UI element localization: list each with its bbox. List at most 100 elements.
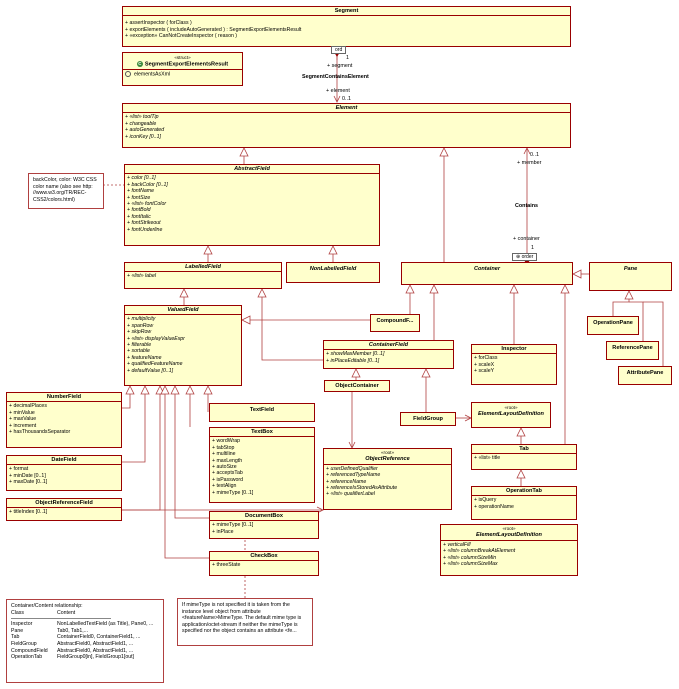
note-line: specified nor the object contains an att… — [182, 628, 297, 635]
class-name: Inspector — [472, 345, 556, 355]
field-group-class: FieldGroup — [400, 412, 456, 426]
class-attribute: + minDate [0..1] — [9, 472, 46, 479]
document-box-class: DocumentBox + mimeType [0..1] + inPlace — [209, 511, 319, 539]
class-name: ElementLayoutDefinition — [478, 411, 544, 418]
attribute-icon — [125, 71, 131, 78]
class-name: CheckBox — [210, 552, 318, 562]
text-box-class: TextBox + wordWrap + tabStop + multiline… — [209, 427, 315, 503]
class-operation: + exportElements ( includeAutoGenerated … — [125, 26, 302, 33]
class-name: AbstractField — [125, 165, 379, 175]
class-name: Element — [123, 104, 570, 114]
class-attribute: + «list» displayValueExpr — [127, 335, 185, 342]
object-container-class: ObjectContainer — [324, 380, 390, 392]
abstract-field-class: AbstractField + color [0..1] + backColor… — [124, 164, 380, 246]
class-attribute: + backColor [0..1] — [127, 181, 168, 188]
class-attribute: + inPlace — [212, 528, 234, 535]
note-cell: ContainerField0, ContainerField1, ... — [57, 634, 141, 641]
note-line: color name (also see http: — [33, 183, 93, 190]
pane-class: Pane — [589, 262, 672, 291]
note-cell: Tab — [11, 634, 20, 641]
note-line: CSS2/colors.html) — [33, 196, 75, 203]
class-attribute: + isPassword — [212, 476, 243, 483]
class-attribute: + maxDate [0..1] — [9, 479, 48, 486]
operation-pane-class: OperationPane — [587, 316, 639, 335]
class-attribute: + decimalPlaces — [9, 403, 47, 410]
class-name: DocumentBox — [210, 512, 318, 522]
class-attribute: + scaleX — [474, 361, 495, 368]
class-attribute: + «list» toolTip — [125, 114, 159, 121]
assoc-role: + member — [517, 160, 542, 166]
class-name: NumberField — [7, 393, 121, 403]
class-attribute: + forClass — [474, 355, 498, 362]
class-stereotype: «struct» — [174, 55, 191, 60]
class-attribute: + «list» title — [474, 455, 501, 462]
class-attribute: + filterable — [127, 342, 152, 349]
note-cell: CompoundField — [11, 647, 48, 654]
class-attribute: + referencedTypeName — [326, 472, 381, 479]
note-divider — [11, 618, 111, 620]
segment-class: Segment + assertInspector ( forClass ) +… — [122, 6, 571, 47]
class-attribute: + qualifiedFeatureName — [127, 361, 183, 368]
class-attribute: + mimeType [0..1] — [212, 522, 254, 529]
class-name: ContainerField — [324, 341, 453, 351]
class-attribute: + fontName — [127, 188, 154, 195]
class-name: OperationTab — [472, 487, 576, 497]
class-attribute: + isQuery — [474, 497, 497, 504]
class-operation: + «exception» CanNotCreateInspector ( re… — [125, 33, 238, 40]
note-line: If mimeType is not specified it is taken… — [182, 602, 290, 608]
class-name: Segment — [123, 7, 570, 17]
class-attribute: + changeable — [125, 120, 157, 127]
container-class: Container — [401, 262, 573, 285]
assoc-multiplicity: 1 — [346, 55, 349, 61]
note-cell: OperationTab — [11, 654, 43, 661]
class-attribute: + increment — [9, 422, 37, 429]
class-name: Pane — [623, 266, 638, 272]
class-attribute: + autoSize — [212, 464, 237, 471]
class-attribute: + color [0..1] — [127, 175, 156, 182]
class-attribute: + userDefinedQualifier — [326, 465, 378, 472]
tab-class: Tab + «list» title — [471, 444, 577, 470]
order-tag-label: order — [521, 254, 534, 260]
class-attribute: + «list» columnSizeMin — [443, 554, 497, 561]
assoc-name: SegmentContainsElement — [302, 74, 369, 80]
note-cell: Tab0, Tab1,... — [57, 627, 89, 634]
class-attribute: + iconKey [0..1] — [125, 133, 161, 140]
ord-tag: ord — [331, 46, 347, 54]
class-attribute: + «list» columnSizeMax — [443, 561, 498, 568]
operation-tab-class: OperationTab + isQuery + operationName — [471, 486, 577, 520]
note-line: application/octet-stream if neither the … — [182, 621, 298, 628]
element-layout-definition-root-class: «root» ElementLayoutDefinition — [471, 402, 551, 428]
labelled-field-class: LabelledField + «list» label — [124, 262, 282, 289]
class-operation: + assertInspector ( forClass ) — [125, 20, 192, 27]
class-attribute: + fontBold — [127, 207, 151, 214]
class-attribute: + operationName — [474, 503, 514, 510]
class-icon: C — [136, 61, 143, 68]
class-attribute: + referenceIsStoredAsAttribute — [326, 485, 398, 492]
color-note: backColor, color: W3C CSS color name (al… — [28, 173, 104, 209]
element-class: Element + «list» toolTip + changeable + … — [122, 103, 571, 148]
reference-pane-class: ReferencePane — [606, 341, 659, 360]
class-name: CompoundF... — [376, 318, 414, 324]
attribute-pane-class: AttributePane — [618, 366, 672, 385]
note-cell: FieldGroup0[in], FieldGroup1[out] — [57, 654, 134, 661]
class-name: TextBox — [210, 428, 314, 438]
class-attribute: + hasThousandsSeparator — [9, 429, 71, 436]
class-attribute: + featureName — [127, 354, 162, 361]
class-name: AttributePane — [626, 370, 664, 376]
class-attribute: + threeState — [212, 562, 241, 569]
class-attribute: + «list» columnBreakAtElement — [443, 548, 516, 555]
class-attribute: + minValue — [9, 409, 35, 416]
class-attribute: + titleIndex [0..1] — [9, 509, 48, 516]
assoc-multiplicity: 0..1 — [530, 152, 539, 158]
class-stereotype: «root» — [502, 526, 516, 531]
assoc-role: + segment — [327, 63, 353, 69]
class-attribute: + acceptsTab — [212, 470, 243, 477]
valued-field-class: ValuedField + multiplicity + spanRow + s… — [124, 305, 242, 386]
class-attribute: + multiline — [212, 451, 236, 458]
class-attribute: + fontItalic — [127, 213, 151, 220]
class-name: ValuedField — [125, 306, 241, 316]
class-name: NonLabelledField — [309, 266, 357, 272]
